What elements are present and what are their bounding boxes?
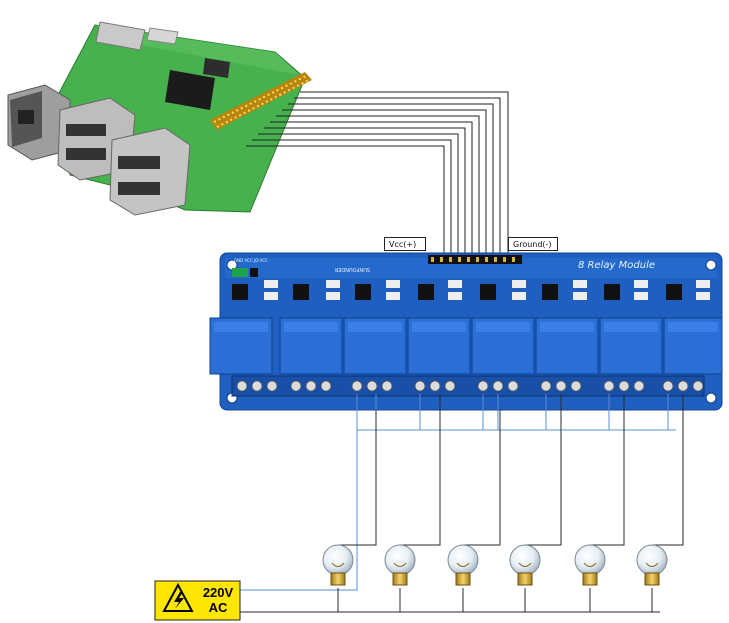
- high-voltage-warning-icon: [162, 582, 194, 612]
- relay-module: 8 Relay Module SUNFOUNDER GND VCC JD-VCC: [209, 252, 723, 411]
- relay-7: [599, 317, 663, 375]
- light-bulb: [636, 544, 668, 586]
- input-header: [428, 255, 522, 264]
- optocoupler-row: [232, 280, 710, 300]
- relay-3: [343, 317, 407, 375]
- gpio-wires: [246, 91, 509, 262]
- light-bulbs: [322, 544, 668, 586]
- relay-5: [471, 317, 535, 375]
- raspberry-pi-board: [7, 21, 312, 216]
- light-bulb: [384, 544, 416, 586]
- voltage-label: 220V: [202, 585, 234, 600]
- vcc-label: Vcc(+): [384, 237, 426, 251]
- ground-label: Ground(-): [508, 237, 558, 251]
- ethernet-port: [7, 84, 71, 161]
- relay-1: [209, 317, 273, 375]
- usb-ports: [57, 97, 191, 216]
- power-source: [154, 580, 241, 621]
- board-maker: SUNFOUNDER: [334, 266, 370, 272]
- jumper: [232, 268, 258, 277]
- relay-8: [663, 317, 723, 375]
- board-title: 8 Relay Module: [578, 260, 655, 271]
- relay-blocks: [209, 317, 723, 375]
- light-bulb: [447, 544, 479, 586]
- light-bulb: [322, 544, 354, 586]
- gpio-header: [210, 72, 312, 130]
- jumper-label: GND VCC JD-VCC: [234, 258, 268, 263]
- relay-6: [535, 317, 599, 375]
- relay-2: [279, 317, 343, 375]
- current-type-label: AC: [208, 600, 228, 615]
- output-wires: [240, 394, 684, 613]
- relay-4: [407, 317, 471, 375]
- light-bulb: [509, 544, 541, 586]
- screw-terminals: [231, 375, 705, 397]
- light-bulb: [574, 544, 606, 586]
